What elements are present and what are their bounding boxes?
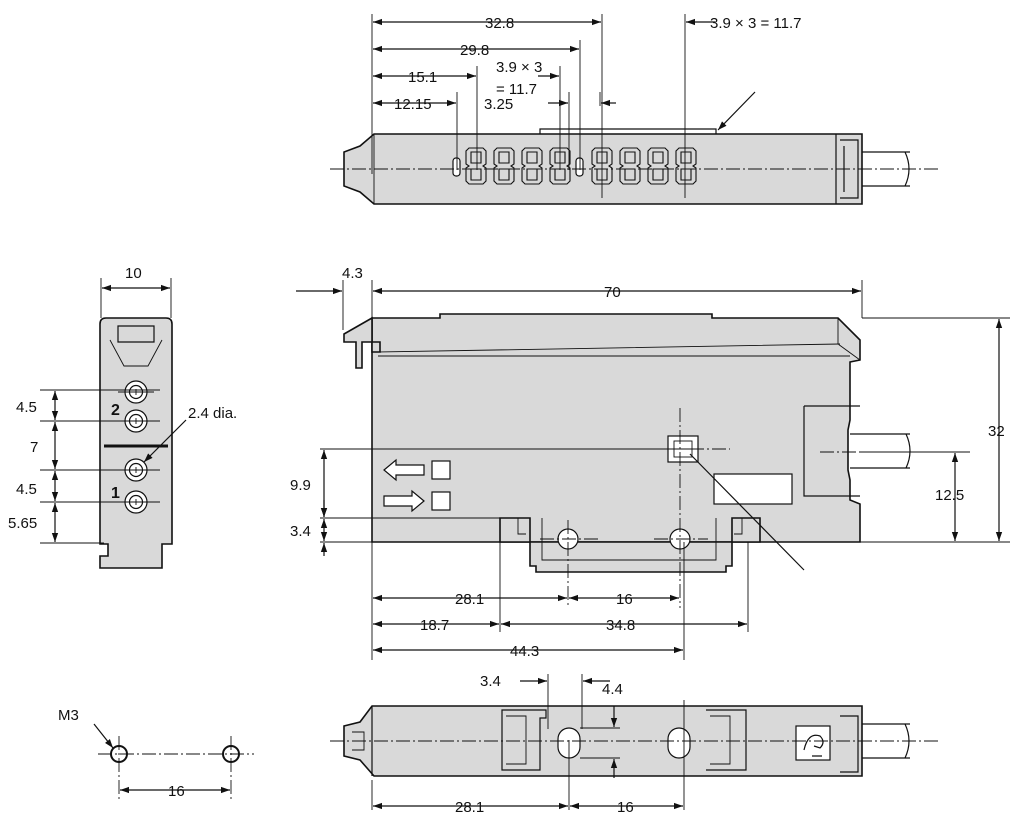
dim-width-10: 10: [125, 265, 142, 282]
dim-29-8: 29.8: [460, 42, 489, 59]
dim-44-3: 44.3: [510, 643, 539, 660]
mount-hole-pattern: M3 16: [58, 707, 254, 800]
dim-28-1: 28.1: [455, 591, 484, 608]
dim-bottom-4-4: 4.4: [602, 681, 623, 698]
dim-32: 32: [988, 423, 1005, 440]
front-view: 4.3 70 32 9.9 12.5 3.4 28.1 16 18.7 34.8…: [290, 265, 1010, 660]
dim-18-7: 18.7: [420, 617, 449, 634]
side-view: 2 1 10 4.5 7 4.5 5.65 2.4 dia.: [8, 265, 237, 569]
dim-4-3: 4.3: [342, 265, 363, 282]
bottom-logo-mark: [795, 725, 831, 761]
dim-4-5-lower: 4.5: [16, 481, 37, 498]
dim-hole-pitch: 16: [168, 783, 185, 800]
dim-bottom-3-4: 3.4: [480, 673, 501, 690]
dim-32-8: 32.8: [485, 15, 514, 32]
dim-3-9x3-left-eq: = 11.7: [496, 81, 537, 98]
dim-3-9x3-left: 3.9 × 3: [496, 59, 542, 76]
dim-bottom-28-1: 28.1: [455, 799, 484, 816]
dim-3-9x3-right: 3.9 × 3 = 11.7: [710, 15, 801, 32]
display-digit: [619, 147, 641, 185]
arrow-indicator-right: [383, 489, 451, 513]
dim-16: 16: [616, 591, 633, 608]
dim-3-4: 3.4: [290, 523, 311, 540]
bottom-view: 3.4 4.4 28.1 16: [330, 673, 940, 816]
dim-4-5-upper: 4.5: [16, 399, 37, 416]
dim-12-15: 12.15: [394, 96, 432, 113]
bottom-slot-b: [667, 727, 691, 759]
channel-label-1: 1: [111, 485, 120, 502]
display-digit: [647, 147, 669, 185]
dim-9-9: 9.9: [290, 477, 311, 494]
display-digit: [493, 147, 515, 185]
front-mount-foot: [499, 517, 761, 573]
dim-7: 7: [30, 439, 38, 456]
display-digit: [465, 147, 487, 185]
dim-5-65: 5.65: [8, 515, 37, 532]
top-view: 32.8 3.9 × 3 = 11.7 29.8 3.9 × 3 = 11.7 …: [330, 14, 940, 205]
dim-bottom-16: 16: [617, 799, 634, 816]
dim-hole-dia: 2.4 dia.: [188, 405, 237, 422]
dim-12-5: 12.5: [935, 487, 964, 504]
channel-label-2: 2: [111, 402, 120, 419]
arrow-indicator-left: [383, 458, 451, 482]
dim-34-8: 34.8: [606, 617, 635, 634]
dim-70: 70: [604, 284, 621, 301]
side-body-outline: [99, 317, 173, 569]
dim-m3: M3: [58, 707, 79, 724]
front-cable: [850, 433, 911, 469]
dim-15-1: 15.1: [408, 69, 437, 86]
dim-3-25: 3.25: [484, 96, 513, 113]
